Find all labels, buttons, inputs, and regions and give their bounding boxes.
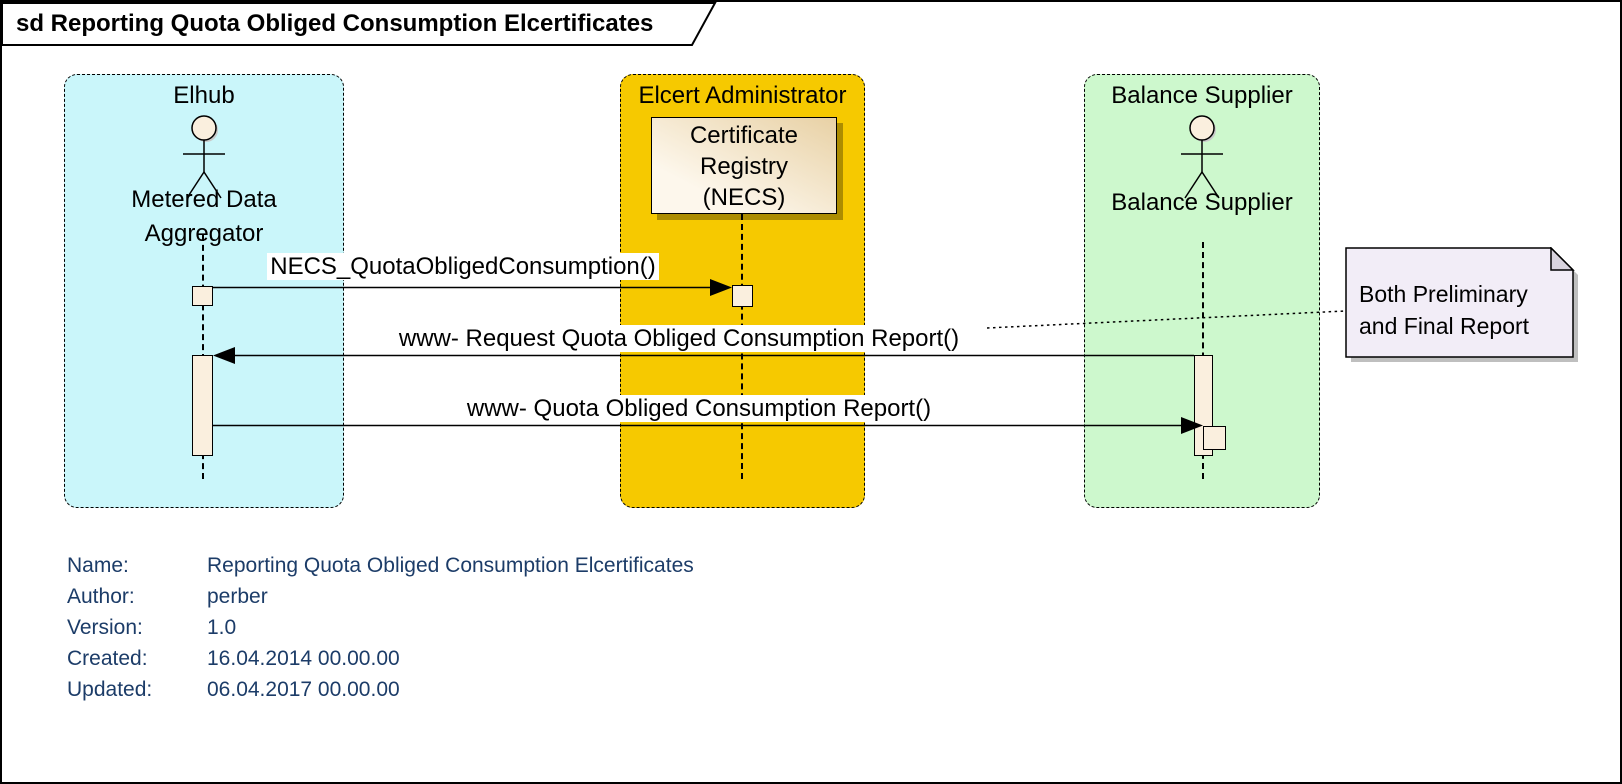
property-value: 16.04.2014 00.00.00	[207, 647, 400, 670]
diagram-properties: Name: Reporting Quota Obliged Consumptio…	[67, 550, 967, 705]
lane-elhub-title: Elhub	[173, 82, 235, 109]
property-row-created: Created: 16.04.2014 00.00.00	[67, 643, 967, 674]
message-label-necs-quota: NECS_QuotaObligedConsumption()	[233, 253, 693, 281]
activation-elhub-main	[192, 355, 213, 456]
property-value: perber	[207, 585, 268, 608]
note-fold-corner-icon	[1550, 247, 1575, 271]
message-label-report: www- Quota Obliged Consumption Report()	[349, 395, 1049, 423]
property-value: 1.0	[207, 616, 237, 639]
lane-balance-title: Balance Supplier	[1111, 82, 1293, 109]
property-label: Updated:	[67, 678, 153, 701]
property-row-author: Author: perber	[67, 581, 967, 612]
message-label-request-report: www- Request Quota Obliged Consumption R…	[329, 325, 1029, 353]
property-row-version: Version: 1.0	[67, 612, 967, 643]
lane-elcert-title: Elcert Administrator	[638, 82, 847, 109]
property-row-name: Name: Reporting Quota Obliged Consumptio…	[67, 550, 967, 581]
object-label-line: Certificate	[689, 122, 799, 149]
note-shape	[1345, 247, 1578, 362]
activation-elhub-send	[192, 286, 213, 306]
actor-icon	[183, 115, 225, 199]
actor-label-metered-data-aggregator: Metered Data Aggregator	[131, 186, 277, 247]
object-label-line: Registry	[699, 153, 789, 180]
note-body	[1345, 247, 1574, 358]
property-label: Author:	[67, 585, 135, 608]
property-value: Reporting Quota Obliged Consumption Elce…	[207, 554, 694, 577]
property-label: Name:	[67, 554, 129, 577]
diagram-frame-tab	[2, 2, 717, 46]
note-text: Both Preliminary and Final Report	[1359, 281, 1530, 339]
property-label: Created:	[67, 647, 148, 670]
actor-label-balance-supplier: Balance Supplier	[1111, 189, 1293, 216]
property-value: 06.04.2017 00.00.00	[207, 678, 400, 701]
diagram-title: sd Reporting Quota Obliged Consumption E…	[16, 10, 654, 37]
activation-elcert-receive	[732, 285, 753, 307]
activation-balance-nested	[1203, 426, 1226, 450]
property-row-updated: Updated: 06.04.2017 00.00.00	[67, 674, 967, 705]
object-label-line: (NECS)	[702, 184, 786, 211]
object-certificate-registry: Certificate Registry (NECS)	[651, 117, 837, 214]
property-label: Version:	[67, 616, 143, 639]
actor-icon	[1181, 115, 1223, 199]
